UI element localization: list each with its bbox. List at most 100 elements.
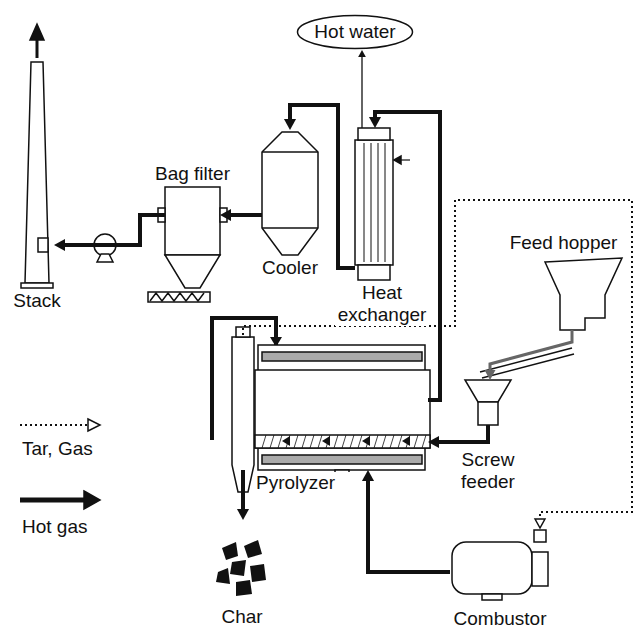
heat-exchanger-cap [358, 128, 390, 140]
screw-thread [150, 293, 204, 301]
screw-flight [414, 435, 418, 448]
exhaust-arrowhead [30, 24, 44, 40]
legend-thick-sample [20, 498, 86, 503]
tube [364, 143, 365, 262]
legend-text: Hot gas [22, 516, 87, 538]
flow-arrow [282, 436, 290, 446]
flow-line [241, 470, 245, 510]
stack-inlet [38, 238, 48, 252]
equipment-label: Combustor [444, 608, 556, 630]
equipment-label: Screw feeder [452, 449, 524, 493]
flow-connector [220, 209, 262, 221]
equipment-label: Char [212, 606, 272, 628]
flow-arrow [322, 436, 330, 446]
screw-feeder-body [478, 402, 498, 425]
flow-line [438, 425, 488, 442]
screw-flight [326, 435, 330, 448]
screw-flight [294, 435, 298, 448]
screw-flight [390, 435, 394, 448]
flow-arrow [362, 436, 370, 446]
flow-line [64, 215, 165, 245]
legend-thick-head [84, 491, 100, 509]
equipment-label: Stack [5, 290, 69, 312]
flow-line [290, 105, 355, 268]
equipment-label: Bag filter [143, 163, 243, 185]
cooler: Cooler [262, 130, 318, 255]
conveyor-belt [480, 348, 572, 372]
pyrolyzer-tube [255, 370, 430, 448]
node-text: Hot water [314, 21, 395, 43]
screw-flight [350, 435, 354, 448]
stack-base [21, 283, 53, 288]
flow-connector [369, 112, 440, 400]
bag-filter-hopper [165, 255, 220, 288]
feed-hopper: Feed hopper [545, 258, 622, 330]
arrowhead [54, 239, 65, 251]
water-inlet-head [394, 156, 401, 164]
conveyor-belt [482, 354, 574, 378]
flow-line [243, 200, 632, 520]
screw-flight [374, 435, 378, 448]
flow-connector [485, 330, 573, 380]
flow-connector [362, 470, 450, 572]
screw-flight [406, 435, 410, 448]
screw-flight [398, 435, 402, 448]
heat-exchanger-cap [358, 265, 390, 280]
screw-flight [270, 435, 274, 448]
flow-connector [54, 215, 165, 251]
screw-flight [382, 435, 386, 448]
discharge-screw [148, 292, 210, 302]
combustor: Combustor [450, 528, 550, 600]
screw-feeder: Screw feeder [463, 380, 513, 425]
flow-line [375, 112, 440, 400]
pyrolyzer-screw [255, 435, 430, 448]
screw-flight [310, 435, 314, 448]
arrowhead [535, 519, 545, 528]
tube [378, 143, 379, 262]
combustor-inlet [534, 530, 546, 542]
equipment-label: Feed hopper [499, 232, 629, 254]
screw-feeder-hopper [465, 380, 511, 402]
screw-flight [358, 435, 362, 448]
arrowhead [369, 117, 381, 128]
flow-line [368, 480, 450, 572]
arrowhead [220, 209, 231, 221]
flow-line [490, 330, 572, 371]
cooler-seam [262, 227, 318, 229]
arrowhead [485, 370, 496, 380]
cyclone [232, 337, 254, 492]
screw-flight [286, 435, 290, 448]
cooler-vessel [262, 132, 318, 255]
flow-connector [243, 200, 632, 528]
arrowhead [362, 470, 374, 481]
bag-filter: Bag filter [165, 187, 220, 302]
cooler-seam [262, 151, 318, 153]
char-pieces [216, 540, 266, 596]
equipment-label: Cooler [252, 257, 328, 279]
screw-flight [422, 435, 426, 448]
flow-arrow [402, 436, 410, 446]
combustor-base [482, 594, 502, 600]
arrowhead [284, 119, 296, 130]
hot-water-ellipse: Hot water [296, 14, 414, 50]
stack: Stack [20, 60, 54, 288]
heat-exchanger-tubes [364, 143, 385, 262]
fan-base [97, 254, 113, 262]
flow-line [361, 56, 362, 128]
legend-dotted-head [88, 419, 100, 431]
pyrolyzer: Pyrolyzer [228, 335, 428, 470]
stack-chimney [25, 62, 49, 283]
tube [385, 143, 386, 262]
screw-flight [318, 435, 322, 448]
heat-exchanger-shell [355, 140, 393, 265]
screw-flight [366, 435, 370, 448]
flow-connector [428, 425, 488, 448]
screw-flight [278, 435, 282, 448]
combustor-body [452, 542, 532, 594]
screw-flight [342, 435, 346, 448]
flow-connector [358, 50, 366, 128]
heating-band [262, 352, 422, 361]
